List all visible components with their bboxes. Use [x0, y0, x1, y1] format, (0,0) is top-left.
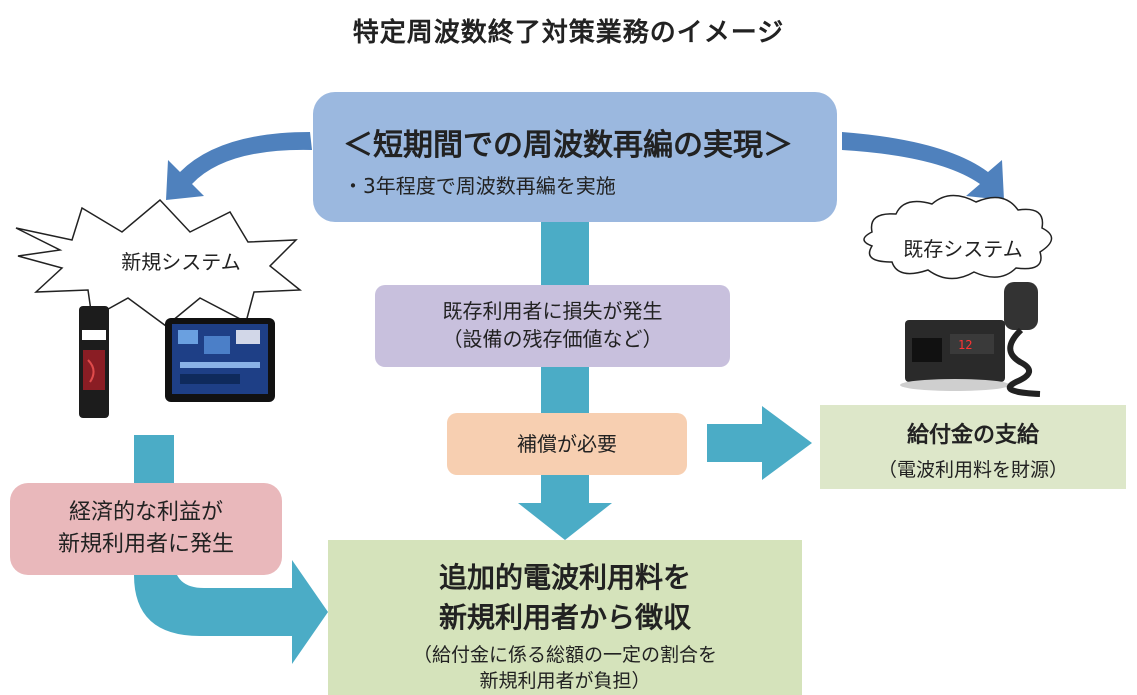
benefit-line-1: 経済的な利益が [68, 500, 223, 525]
new-system-label: 新規システム [121, 250, 241, 274]
existing-user-loss-box: 既存利用者に損失が発生 （設備の残存価値など） [375, 285, 730, 367]
flow-arrow-benefit [134, 435, 328, 664]
compensation-text: 補償が必要 [517, 432, 617, 456]
economic-benefit-box: 経済的な利益が 新規利用者に発生 [10, 483, 282, 575]
starburst-shape [15, 198, 303, 327]
existing-system-label: 既存システム [903, 237, 1023, 261]
loss-line-2: （設備の残存価値など） [442, 327, 663, 351]
payment-sub: （電波利用料を財源） [877, 459, 1068, 481]
frequency-reorganization-sub: ・3年程度で周波数再編を実施 [343, 174, 616, 198]
microphone-icon [1004, 282, 1041, 397]
flow-shaft-mid [541, 365, 589, 415]
tablet-icon [165, 318, 275, 402]
collection-note-2: 新規利用者が負担） [479, 670, 651, 692]
collection-line-1: 追加的電波利用料を [438, 561, 691, 594]
frequency-reorganization-heading: ＜短期間での周波数再編の実現＞ [343, 128, 793, 163]
radio-transceiver-icon: 12 [900, 320, 1010, 391]
page-title: 特定周波数終了対策業務のイメージ [352, 18, 785, 48]
benefit-line-2: 新規利用者に発生 [57, 532, 234, 557]
flow-arrow-down [518, 473, 612, 540]
collection-line-2: 新規利用者から徴収 [438, 601, 691, 634]
usb-modem-icon [79, 306, 109, 418]
payment-box: 給付金の支給 （電波利用料を財源） [820, 405, 1126, 489]
compensation-box: 補償が必要 [447, 413, 687, 475]
cloud-shape [863, 194, 1053, 280]
curved-arrow-right [842, 132, 1004, 200]
collection-note-1: （給付金に係る総額の一定の割合を [412, 644, 717, 666]
loss-line-1: 既存利用者に損失が発生 [442, 299, 663, 323]
flow-shaft-top [541, 220, 589, 288]
flow-arrow-right [707, 406, 812, 480]
payment-title: 給付金の支給 [906, 423, 1039, 448]
svg-text:12: 12 [958, 338, 972, 352]
frequency-reorganization-box: ＜短期間での周波数再編の実現＞ ・3年程度で周波数再編を実施 [313, 92, 837, 222]
fee-collection-box: 追加的電波利用料を 新規利用者から徴収 （給付金に係る総額の一定の割合を 新規利… [328, 540, 802, 695]
curved-arrow-left [166, 132, 312, 200]
